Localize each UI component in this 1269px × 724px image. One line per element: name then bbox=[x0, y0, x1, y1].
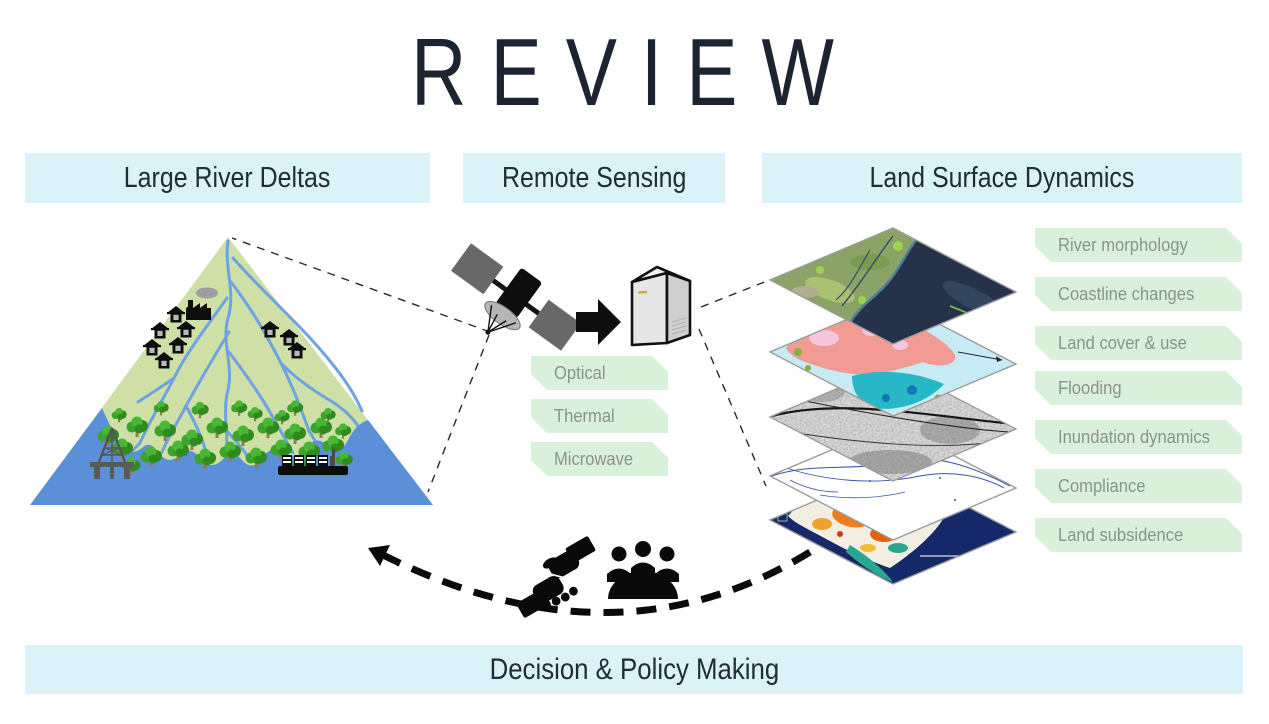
tag-microwave: Microwave bbox=[531, 442, 668, 476]
header-large-river-deltas-label: Large River Deltas bbox=[124, 161, 331, 194]
header-remote-sensing: Remote Sensing bbox=[463, 153, 725, 203]
tag-flooding-label: Flooding bbox=[1058, 377, 1122, 398]
tag-compliance-label: Compliance bbox=[1058, 475, 1146, 496]
dashed-connector-lines bbox=[231, 237, 768, 493]
tag-river-morphology-label: River morphology bbox=[1058, 234, 1188, 255]
delta-illustration bbox=[30, 237, 433, 505]
tag-microwave-label: Microwave bbox=[554, 448, 634, 469]
tag-coastline-changes-label: Coastline changes bbox=[1058, 283, 1195, 304]
tag-land-cover-use: Land cover & use bbox=[1035, 326, 1242, 360]
map-layer-stack bbox=[768, 227, 1018, 585]
map-layer-optical bbox=[768, 227, 1018, 345]
tag-inundation-dynamics-label: Inundation dynamics bbox=[1058, 426, 1210, 447]
dashed-feedback-arrow bbox=[368, 545, 812, 616]
factory-icon bbox=[186, 287, 218, 320]
meeting-icon bbox=[607, 541, 679, 599]
header-large-river-deltas: Large River Deltas bbox=[25, 153, 430, 203]
tag-inundation-dynamics: Inundation dynamics bbox=[1035, 420, 1242, 454]
tag-compliance: Compliance bbox=[1035, 469, 1242, 503]
arrow-right-icon bbox=[576, 299, 621, 345]
cargo-ship-icon bbox=[278, 448, 348, 475]
tag-flooding: Flooding bbox=[1035, 371, 1242, 405]
tag-optical: Optical bbox=[531, 356, 668, 390]
tag-thermal: Thermal bbox=[531, 399, 668, 433]
handshake-icon bbox=[516, 536, 596, 618]
tag-land-subsidence: Land subsidence bbox=[1035, 518, 1242, 552]
satellite-icon bbox=[450, 243, 582, 351]
tag-optical-label: Optical bbox=[554, 362, 606, 383]
footer-decision-policy: Decision & Policy Making bbox=[25, 645, 1243, 694]
page-title: REVIEW bbox=[411, 19, 858, 126]
header-remote-sensing-label: Remote Sensing bbox=[501, 161, 687, 194]
data-server-icon bbox=[630, 265, 692, 347]
footer-label: Decision & Policy Making bbox=[489, 652, 779, 686]
tag-coastline-changes: Coastline changes bbox=[1035, 277, 1242, 311]
tag-land-cover-use-label: Land cover & use bbox=[1058, 332, 1187, 353]
tag-land-subsidence-label: Land subsidence bbox=[1058, 524, 1184, 545]
header-land-surface-dynamics: Land Surface Dynamics bbox=[762, 153, 1242, 203]
tag-river-morphology: River morphology bbox=[1035, 228, 1242, 262]
oil-rig-icon bbox=[90, 427, 134, 479]
header-land-surface-dynamics-label: Land Surface Dynamics bbox=[869, 161, 1135, 194]
tag-thermal-label: Thermal bbox=[554, 405, 615, 426]
